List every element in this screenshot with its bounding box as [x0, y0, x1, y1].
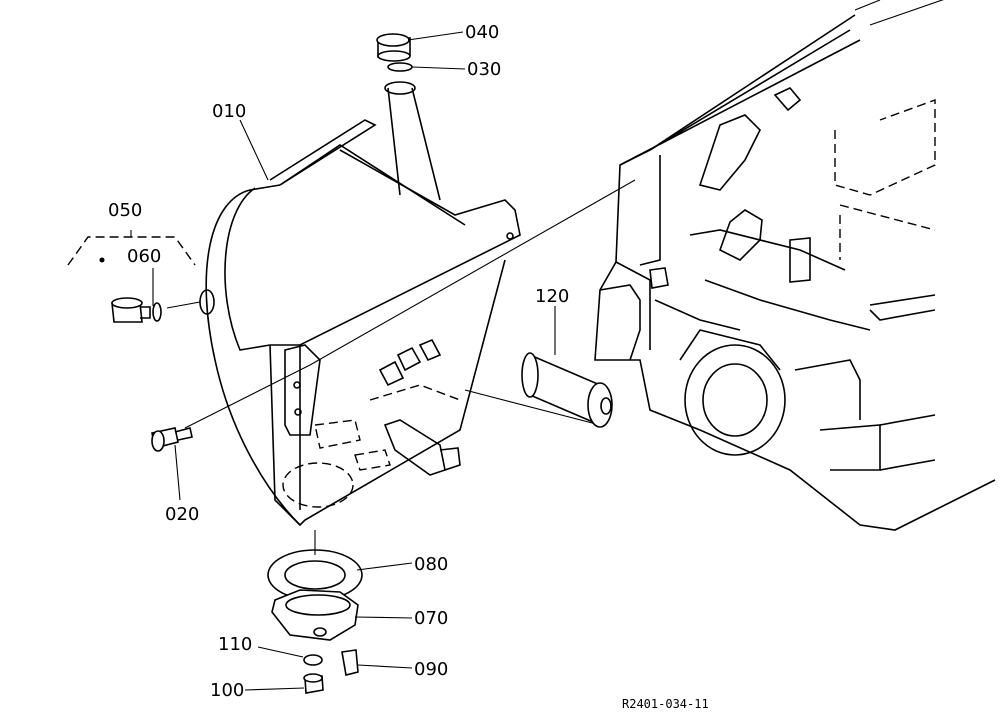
- engine-block: [594, 0, 996, 531]
- label-070: 070: [414, 608, 448, 629]
- label-040: 040: [465, 22, 499, 43]
- washer-110: [303, 654, 323, 666]
- fitting-090: [341, 649, 359, 676]
- label-100: 100: [210, 680, 244, 701]
- label-010: 010: [212, 101, 246, 122]
- label-030: 030: [467, 59, 501, 80]
- washer-050: [152, 302, 162, 322]
- filler-cap-040: [376, 33, 411, 62]
- bolt-020: [151, 427, 193, 452]
- fuel-filter-120: [521, 352, 613, 428]
- tank-studs: [378, 338, 442, 387]
- label-120: 120: [535, 286, 569, 307]
- label-020: 020: [165, 504, 199, 525]
- leader-lines: [130, 31, 636, 691]
- o-ring-030: [387, 62, 413, 72]
- label-080: 080: [414, 554, 448, 575]
- fuel-tank: [199, 81, 601, 527]
- label-060: 060: [127, 246, 161, 267]
- label-090: 090: [414, 659, 448, 680]
- label-110: 110: [218, 634, 252, 655]
- sender-unit-070: [271, 589, 359, 641]
- plug-100: [303, 673, 324, 694]
- label-050: 050: [108, 200, 142, 221]
- drawing-reference: R2401-034-11: [622, 697, 709, 711]
